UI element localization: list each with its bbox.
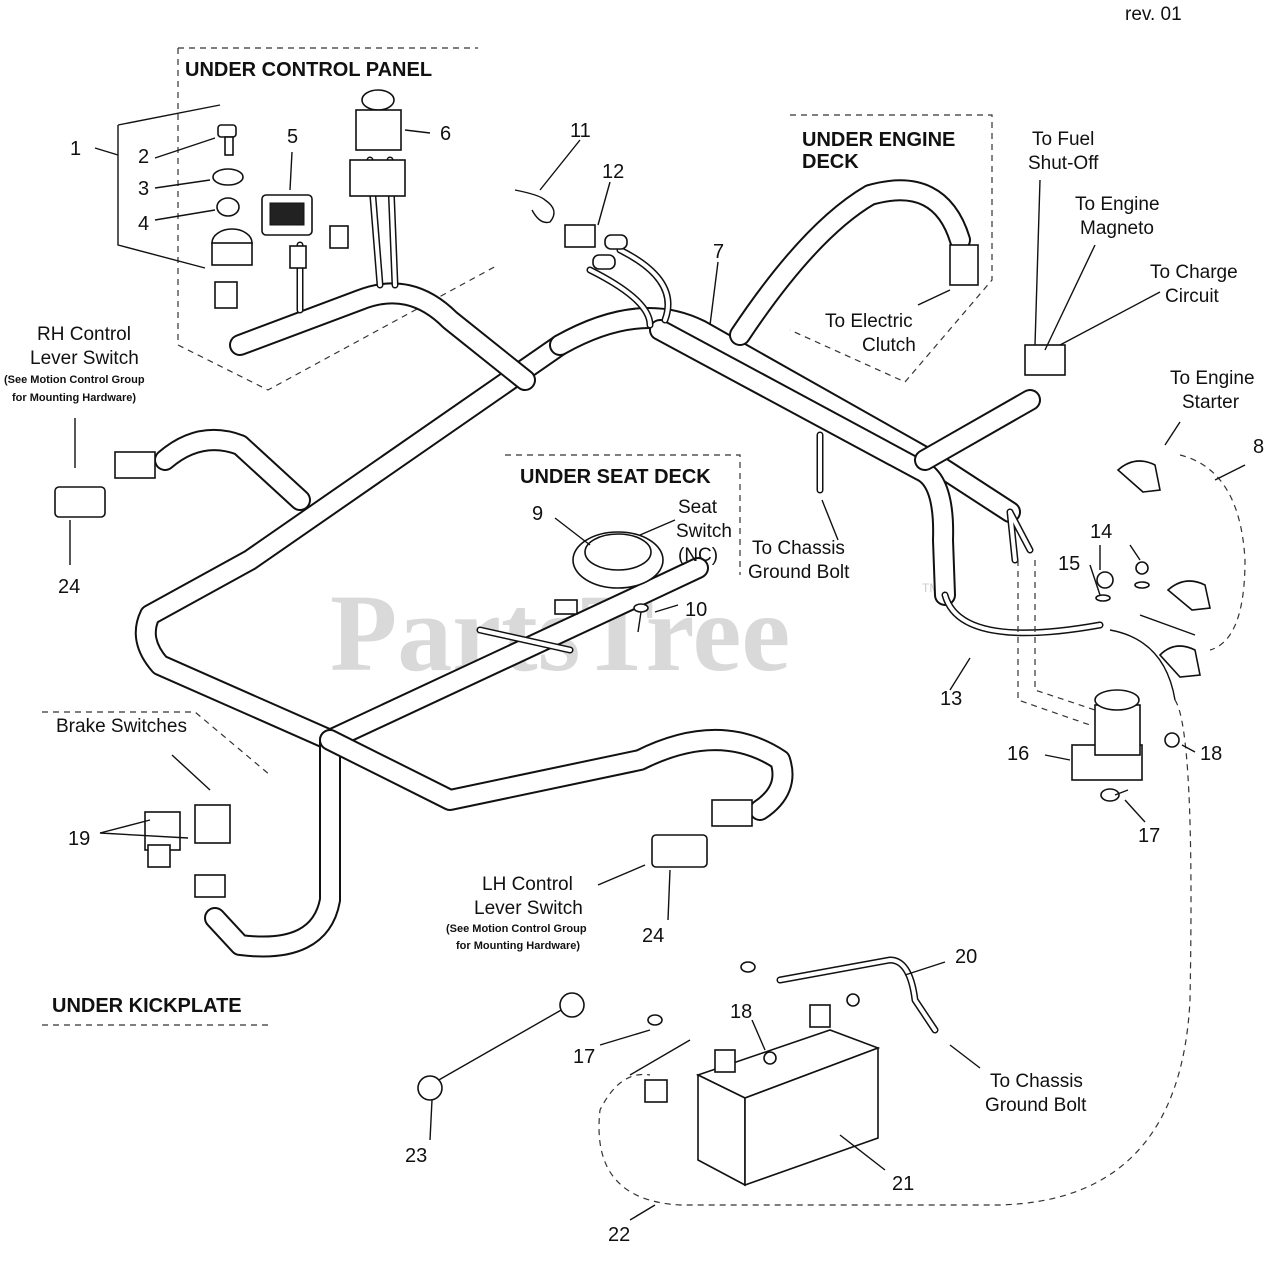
nuts-14-15 [1095, 561, 1150, 602]
callout-5: 5 [287, 126, 298, 148]
callout-16: 16 [1007, 743, 1029, 765]
section-under-engine-deck-line1: UNDER ENGINE [802, 129, 955, 151]
ignition-key [217, 124, 237, 156]
section-under-seat-deck: UNDER SEAT DECK [520, 466, 711, 488]
battery-strap-rod [417, 992, 585, 1101]
callout-8: 8 [1253, 436, 1264, 458]
lh-switch-note-line1: (See Motion Control Group [446, 923, 587, 935]
rh-switch-label-line2: Lever Switch [30, 348, 139, 369]
callout-24-lh: 24 [642, 925, 664, 947]
brake-switches [144, 804, 231, 898]
ignition-washer [216, 197, 240, 217]
callout-3: 3 [138, 178, 149, 200]
engine-starter-label-line2: Starter [1182, 392, 1240, 413]
battery-hardware [644, 961, 860, 1103]
chassis-ground-b-line1: To Chassis [990, 1071, 1083, 1092]
electric-clutch-label-line2: Clutch [862, 335, 916, 356]
callout-20: 20 [955, 946, 977, 968]
callout-24-rh: 24 [58, 576, 80, 598]
seat-switch-label-line1: Seat [678, 497, 718, 518]
engine-magneto-label-line1: To Engine [1075, 194, 1160, 215]
engine-starter-label-line1: To Engine [1170, 368, 1255, 389]
rocker-switch [261, 194, 349, 269]
lh-control-switch [651, 799, 753, 868]
callout-14: 14 [1090, 521, 1112, 543]
electric-clutch-connector [949, 244, 979, 286]
callout-12: 12 [602, 161, 624, 183]
bolt-17 [1100, 788, 1129, 802]
callout-numbers: 1 2 3 4 5 6 7 8 9 10 11 12 13 14 15 16 1… [58, 120, 1264, 1246]
chassis-ground-b-line2: Ground Bolt [985, 1095, 1087, 1116]
terminal-boots [1116, 460, 1211, 678]
callout-18-battery: 18 [730, 1001, 752, 1023]
section-under-control-panel: UNDER CONTROL PANEL [185, 59, 432, 81]
leader-lines [69, 104, 1246, 1221]
section-under-engine-deck-line2: DECK [802, 151, 859, 173]
seat-switch-label-line3: (NC) [678, 545, 718, 566]
callout-10: 10 [685, 599, 707, 621]
battery [695, 1004, 881, 1187]
callout-4: 4 [138, 213, 149, 235]
callout-6: 6 [440, 123, 451, 145]
section-under-kickplate: UNDER KICKPLATE [52, 995, 242, 1017]
lh-switch-note-line2: for Mounting Hardware) [456, 940, 580, 952]
fuel-shutoff-label-line1: To Fuel [1032, 129, 1094, 150]
seat-switch-label-line2: Switch [676, 521, 732, 542]
chassis-ground-a-line2: Ground Bolt [748, 562, 850, 583]
revision-label: rev. 01 [1125, 4, 1182, 25]
callout-13: 13 [940, 688, 962, 710]
solenoid [1071, 689, 1180, 781]
ignition-nut [212, 168, 244, 186]
callout-18-solenoid: 18 [1200, 743, 1222, 765]
callout-11: 11 [570, 120, 591, 142]
chassis-ground-a-line1: To Chassis [752, 538, 845, 559]
charge-circuit-label-line1: To Charge [1150, 262, 1238, 283]
fuel-shutoff-label-line2: Shut-Off [1028, 153, 1099, 174]
callout-17-battery: 17 [573, 1046, 595, 1068]
engine-magneto-label-line2: Magneto [1080, 218, 1154, 239]
callout-21: 21 [892, 1173, 914, 1195]
dashed-cable-loops [598, 454, 1246, 1206]
callout-2: 2 [138, 146, 149, 168]
lh-switch-label-line2: Lever Switch [474, 898, 583, 919]
rh-control-switch [54, 451, 156, 518]
lh-switch-label-line1: LH Control [482, 874, 573, 895]
charge-circuit-label-line2: Circuit [1165, 286, 1220, 307]
callout-1: 1 [70, 138, 81, 160]
ground-clip [514, 189, 555, 224]
rh-switch-label-line1: RH Control [37, 324, 131, 345]
main-harness [134, 179, 1041, 958]
callout-9: 9 [532, 503, 543, 525]
rh-switch-note-line2: for Mounting Hardware) [12, 392, 136, 404]
callout-7: 7 [713, 241, 724, 263]
pto-switch [349, 89, 406, 197]
callout-22: 22 [608, 1224, 630, 1246]
connector-12 [564, 224, 628, 270]
rh-switch-note-line1: (See Motion Control Group [4, 374, 145, 386]
callout-23: 23 [405, 1145, 427, 1167]
callout-19: 19 [68, 828, 90, 850]
screw-10 [633, 603, 649, 633]
seat-switch [554, 531, 664, 615]
electric-clutch-label-line1: To Electric [825, 311, 913, 332]
callout-17-solenoid: 17 [1138, 825, 1160, 847]
callout-15: 15 [1058, 553, 1080, 575]
ignition-switch [211, 228, 253, 309]
section-outlines [42, 47, 993, 1026]
brake-switches-label: Brake Switches [56, 716, 187, 737]
small-wires [296, 156, 1196, 1086]
descriptive-labels: RH Control Lever Switch (See Motion Cont… [4, 129, 1255, 1116]
